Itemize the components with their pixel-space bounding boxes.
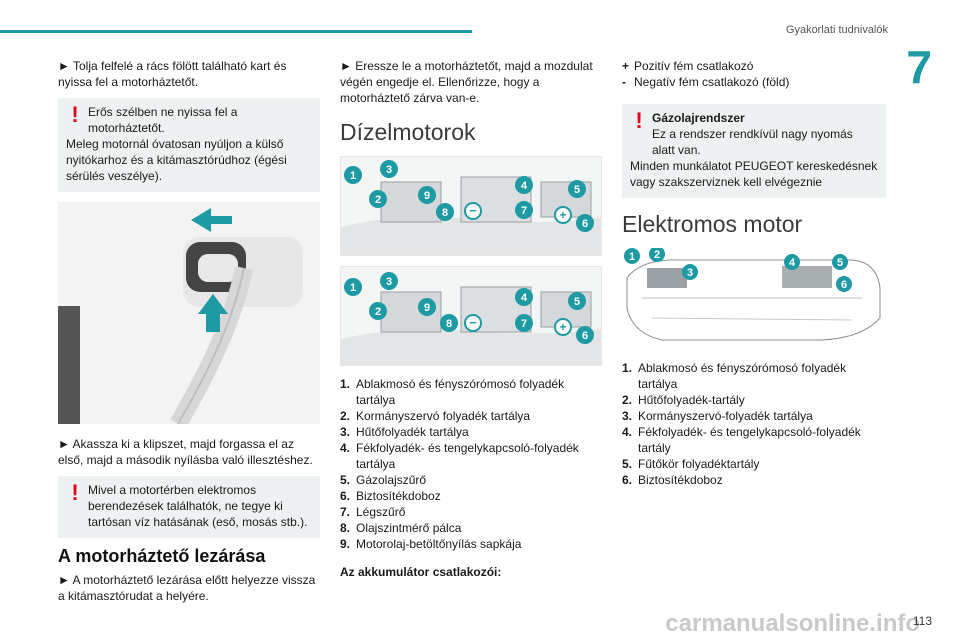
page-number: 113 [912,614,932,628]
diagram-callout-6: 6 [582,218,588,230]
svg-text:−: − [469,203,477,218]
list-item: 6.Biztosítékdoboz [622,473,723,487]
list-item: 2.Kormányszervó folyadék tartálya [340,409,531,423]
electric-legend-list: 1.Ablakmosó és fényszórómosó folyadék ta… [622,360,886,488]
diagram-callout-4: 4 [789,257,796,269]
warning-text-dealer: Minden munkálatot PEUGEOT kereskedésnek … [630,159,878,189]
diesel-engine-diagram-1: 1 2 3 9 8 − 4 7 5 + 6 [340,156,602,256]
list-item: 1.Ablakmosó és fényszórómosó folyadék ta… [622,361,847,391]
list-item: 6.Biztosítékdoboz [340,489,441,503]
diagram-callout-4: 4 [521,180,528,192]
heading-electric-motor: Elektromos motor [622,211,803,237]
diagram-callout-7: 7 [521,205,527,217]
diesel-engine-diagram-2: 1 2 3 9 8 − 4 7 5 + 6 [340,266,602,366]
list-item: 1.Ablakmosó és fényszórómosó folyadék ta… [340,377,565,407]
diagram-callout-1: 1 [350,170,356,182]
svg-text:+: + [559,208,566,222]
diagram-callout-8: 8 [446,318,452,330]
column-middle: ► Eressze le a motorháztetőt, majd a moz… [340,58,602,588]
instruction-open-hood: ► Tolja felfelé a rács fölött található … [58,59,287,89]
diagram-callout-1: 1 [350,282,356,294]
header-accent-bar [0,30,472,33]
list-item: 4.Fékfolyadék- és tengelykapcsoló-folyad… [340,441,579,471]
section-title: Gyakorlati tudnivalók [785,24,888,36]
negative-terminal-text: Negatív fém csatlakozó (föld) [634,75,790,89]
diagram-callout-2: 2 [654,249,660,261]
battery-terminals-heading: Az akkumulátor csatlakozói: [340,565,502,579]
instruction-close-hood: ► A motorháztető lezárása előtt helyezze… [58,573,316,603]
diagram-callout-6: 6 [841,279,847,291]
column-left: ► Tolja felfelé a rács fölött található … [58,58,320,612]
chapter-number: 7 [906,41,932,93]
diagram-callout-9: 9 [424,190,430,202]
warning-text-2: Meleg motornál óvatosan nyúljon a külső … [66,137,287,183]
diagram-callout-4: 4 [521,292,528,304]
diagram-callout-2: 2 [375,194,381,206]
diagram-callout-5: 5 [837,257,843,269]
diagram-callout-5: 5 [574,296,580,308]
diagram-callout-6: 6 [582,330,588,342]
warning-box-water: ! Mivel a motortérben elektromos berende… [58,476,320,538]
svg-text:+: + [559,320,566,334]
warning-exclamation-icon: ! [635,108,643,133]
svg-text:−: − [469,315,477,330]
diagram-callout-5: 5 [574,184,580,196]
negative-terminal-row: - Negatív fém csatlakozó (föld) [622,74,886,90]
diagram-callout-3: 3 [386,164,392,176]
list-item: 8.Olajszintmérő pálca [340,521,462,535]
warning-text-pressure: Ez a rendszer rendkívül nagy nyomás alat… [652,127,853,157]
warning-exclamation-icon: ! [71,102,79,127]
warning-text-1: Erős szélben ne nyissa fel a motorháztet… [88,105,238,135]
list-item: 4.Fékfolyadék- és tengelykapcsoló-folyad… [622,425,861,455]
diagram-callout-7: 7 [521,318,527,330]
diagram-callout-2: 2 [375,306,381,318]
electric-motor-diagram: 1 2 3 4 5 6 [622,248,884,350]
watermark: carmanualsonline.info [665,610,920,637]
list-item: 9.Motorolaj-betöltőnyílás sapkája [340,537,522,551]
list-item: 2.Hűtőfolyadék-tartály [622,393,745,407]
hood-prop-rod-photo [58,202,320,424]
column-right: + Pozitív fém csatlakozó - Negatív fém c… [622,58,886,488]
diagram-callout-3: 3 [386,276,392,288]
warning-box-wind: ! Erős szélben ne nyissa fel a motorházt… [58,98,320,192]
list-item: 3.Hűtőfolyadék tartálya [340,425,469,439]
diagram-callout-3: 3 [687,267,693,279]
plus-sign: + [622,59,630,73]
positive-terminal-row: + Pozitív fém csatlakozó [622,58,886,74]
list-item: 3.Kormányszervó-folyadék tartálya [622,409,813,423]
heading-close-hood: A motorháztető lezárása [58,546,266,566]
warning-text-water: Mivel a motortérben elektromos berendezé… [88,483,308,529]
list-item: 5.Gázolajszűrő [340,473,427,487]
heading-diesel-engines: Dízelmotorok [340,119,476,145]
warning-box-fuel-system: ! Gázolajrendszer Ez a rendszer rendkívü… [622,104,886,198]
warning-exclamation-icon: ! [71,480,79,505]
warning-title: Gázolajrendszer [652,111,745,125]
diagram-callout-1: 1 [629,251,635,263]
diesel-legend-list: 1.Ablakmosó és fényszórómosó folyadék ta… [340,376,602,552]
positive-terminal-text: Pozitív fém csatlakozó [634,59,754,73]
list-item: 7.Légszűrő [340,505,406,519]
instruction-clip: ► Akassza ki a klipszet, majd forgassa e… [58,437,313,467]
instruction-lower-hood: ► Eressze le a motorháztetőt, majd a moz… [340,59,593,105]
diagram-callout-8: 8 [442,207,448,219]
diagram-callout-9: 9 [424,302,430,314]
list-item: 5.Fűtőkör folyadéktartály [622,457,760,471]
minus-sign: - [622,75,626,89]
